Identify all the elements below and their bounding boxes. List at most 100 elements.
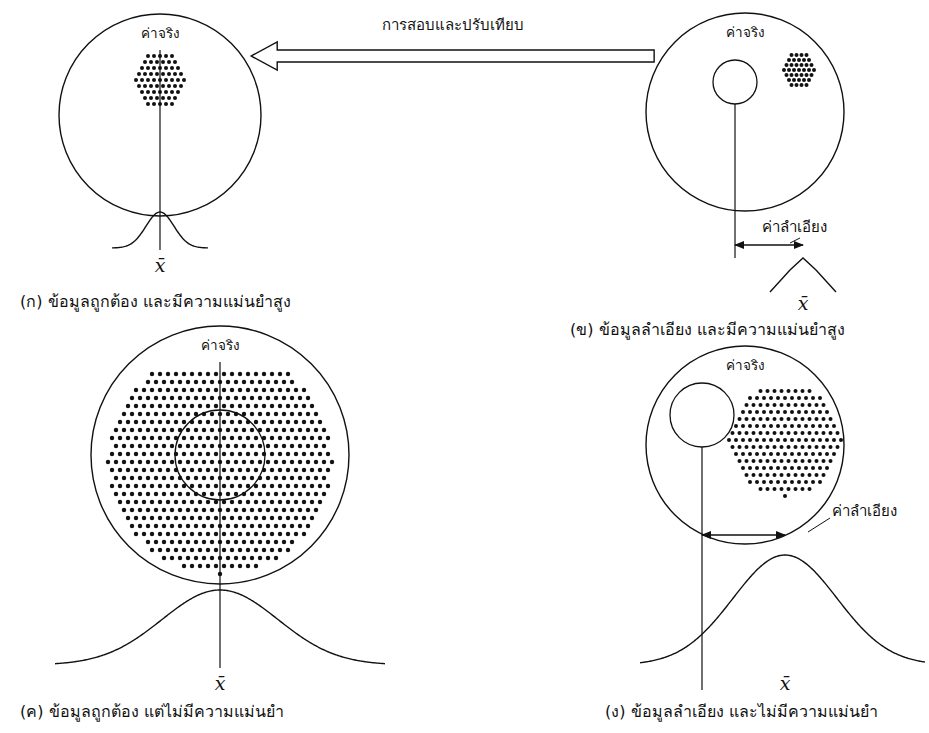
- data-dot: [246, 404, 250, 408]
- data-dot: [170, 508, 174, 512]
- data-dot: [266, 460, 270, 464]
- data-dot: [178, 492, 182, 496]
- data-dot: [254, 436, 258, 440]
- data-dot: [242, 444, 246, 448]
- data-dot: [278, 484, 282, 488]
- data-dot: [167, 60, 171, 64]
- data-dot: [294, 484, 298, 488]
- data-dot: [250, 444, 254, 448]
- mean-symbol: x̄: [798, 292, 809, 316]
- data-dot: [150, 516, 154, 520]
- data-dot: [314, 460, 318, 464]
- data-dot: [190, 452, 194, 456]
- data-dot: [270, 484, 274, 488]
- data-dot: [114, 460, 118, 464]
- data-dot: [154, 412, 158, 416]
- data-dot: [298, 460, 302, 464]
- data-dot: [166, 548, 170, 552]
- data-dot: [829, 459, 833, 463]
- leader-line: [808, 518, 830, 532]
- data-dot: [322, 444, 326, 448]
- data-dot: [226, 380, 230, 384]
- data-dot: [138, 444, 142, 448]
- data-dot: [164, 90, 168, 94]
- data-dot: [326, 468, 330, 472]
- data-dot: [797, 466, 801, 470]
- data-dot: [134, 452, 138, 456]
- data-dot: [310, 420, 314, 424]
- data-dot: [222, 468, 226, 472]
- data-dot: [266, 396, 270, 400]
- data-dot: [206, 484, 210, 488]
- data-dot: [748, 424, 752, 428]
- data-dot: [146, 524, 150, 528]
- data-dot: [769, 410, 773, 414]
- data-dot: [161, 84, 165, 88]
- data-dot: [154, 396, 158, 400]
- data-dot: [134, 78, 138, 82]
- data-dot: [254, 468, 258, 472]
- data-dot: [810, 63, 814, 67]
- data-dot: [787, 431, 791, 435]
- data-dot: [166, 468, 170, 472]
- data-dot: [198, 404, 202, 408]
- data-dot: [118, 500, 122, 504]
- data-dot: [822, 403, 826, 407]
- data-dot: [155, 84, 159, 88]
- data-dot: [794, 445, 798, 449]
- data-dot: [146, 540, 150, 544]
- data-dot: [158, 516, 162, 520]
- data-dot: [170, 492, 174, 496]
- data-dot: [815, 459, 819, 463]
- data-dot: [170, 102, 174, 106]
- data-dot: [154, 524, 158, 528]
- data-dot: [274, 412, 278, 416]
- data-dot: [190, 388, 194, 392]
- data-dot: [190, 532, 194, 536]
- data-dot: [130, 460, 134, 464]
- data-dot: [274, 508, 278, 512]
- data-dot: [214, 532, 218, 536]
- data-dot: [206, 452, 210, 456]
- data-dot: [198, 484, 202, 488]
- data-dot: [787, 487, 791, 491]
- node-text-box: ค่าจริง: [90, 337, 350, 354]
- true-value-line: [159, 50, 160, 250]
- data-dot: [182, 548, 186, 552]
- data-dot: [158, 436, 162, 440]
- data-dot: [154, 460, 158, 464]
- data-dot: [154, 540, 158, 544]
- data-dot: [170, 380, 174, 384]
- distribution-curve: [640, 555, 925, 663]
- node-text-box: ค่าจริง: [58, 25, 262, 42]
- data-dot: [258, 460, 262, 464]
- data-dot: [254, 388, 258, 392]
- data-dot: [202, 460, 206, 464]
- data-dot: [794, 403, 798, 407]
- data-dot: [206, 564, 210, 568]
- data-dot: [818, 424, 822, 428]
- data-dot: [306, 444, 310, 448]
- data-dot: [222, 372, 226, 376]
- data-dot: [738, 459, 742, 463]
- data-dot: [785, 63, 789, 67]
- data-dot: [158, 420, 162, 424]
- data-dot: [306, 524, 310, 528]
- data-dot: [776, 438, 780, 442]
- data-dot: [222, 420, 226, 424]
- data-dot: [762, 466, 766, 470]
- data-dot: [282, 444, 286, 448]
- data-dot: [190, 372, 194, 376]
- data-dot: [143, 96, 147, 100]
- data-dot: [769, 424, 773, 428]
- data-dot: [142, 500, 146, 504]
- data-dot: [326, 436, 330, 440]
- data-dot: [738, 445, 742, 449]
- data-dot: [773, 431, 777, 435]
- data-dot: [801, 403, 805, 407]
- data-dot: [214, 420, 218, 424]
- data-dot: [302, 452, 306, 456]
- data-dot: [154, 508, 158, 512]
- target-outline: [646, 346, 844, 544]
- data-dot: [238, 436, 242, 440]
